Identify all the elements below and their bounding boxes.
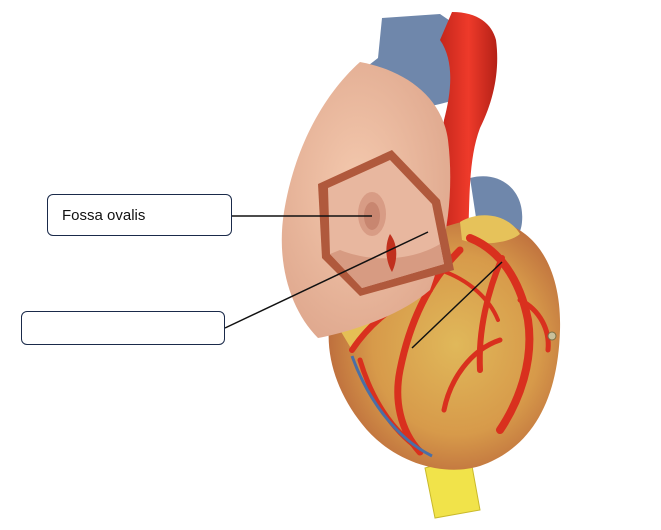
fossa-ovalis	[358, 192, 386, 236]
model-pin	[547, 331, 557, 341]
leader-lines	[224, 215, 503, 349]
right-atrium	[281, 62, 454, 338]
cardiac-vein	[350, 355, 433, 458]
coronary-arteries	[349, 234, 551, 456]
aorta	[439, 12, 498, 240]
atrial-opening	[386, 234, 397, 272]
leader-line-coronary	[411, 261, 503, 349]
label-text-fossa-ovalis: Fossa ovalis	[62, 206, 146, 224]
leader-line-unlabeled	[224, 231, 429, 329]
label-box-fossa-ovalis: Fossa ovalis	[47, 194, 232, 236]
label-box-blank[interactable]	[21, 311, 225, 345]
